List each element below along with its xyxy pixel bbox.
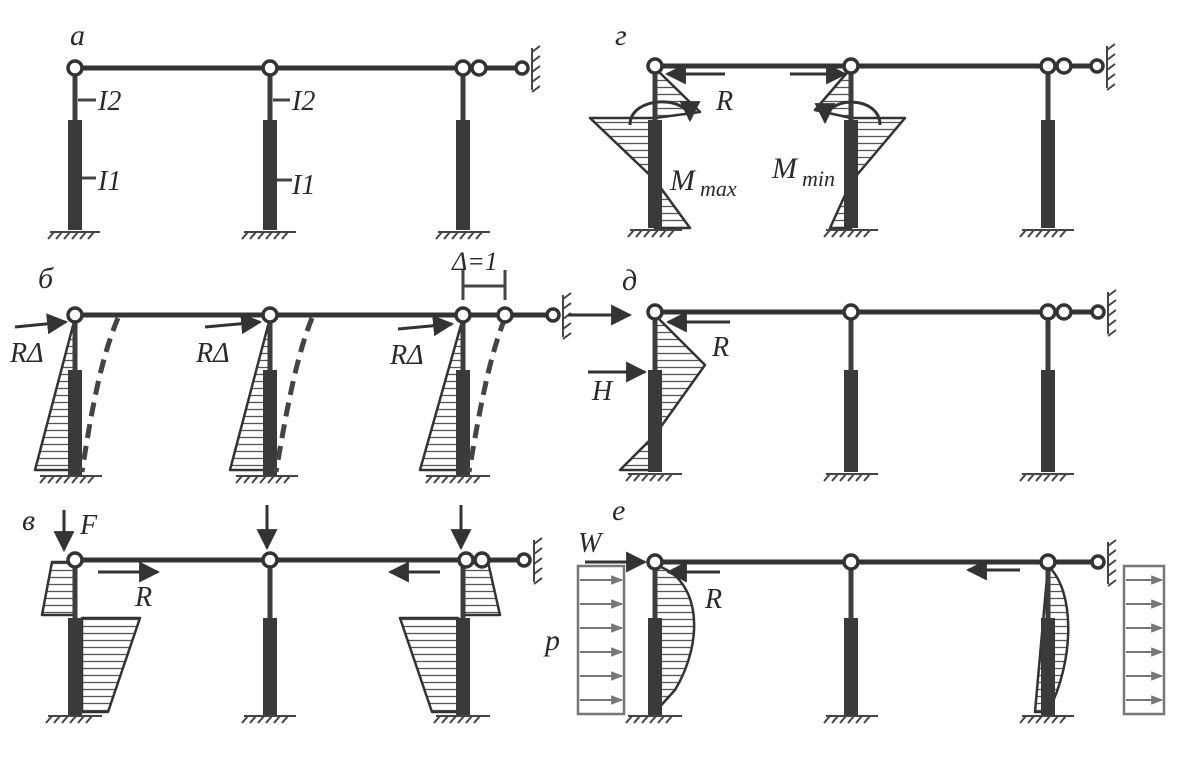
moment-epure	[398, 616, 460, 714]
moment-epure	[80, 616, 142, 714]
reaction-arrow	[204, 313, 263, 335]
reaction-label: R	[134, 582, 152, 613]
moment-epure	[618, 313, 707, 472]
moment-of-inertia-label: I2	[291, 86, 315, 117]
moment-arrow	[814, 100, 882, 126]
reaction-label: RΔ	[389, 340, 424, 371]
moment-of-inertia-label: I2	[97, 86, 121, 117]
ground-support	[47, 231, 490, 240]
reaction-arrow	[397, 315, 455, 337]
moment-epure	[588, 66, 702, 230]
panel-e: е	[543, 494, 1166, 724]
panel-v: в F R	[22, 504, 543, 724]
hinge	[646, 57, 664, 75]
hinge	[514, 60, 530, 76]
ground-support	[627, 229, 1074, 238]
panel-label-e: е	[612, 494, 625, 527]
ground-support	[625, 473, 1074, 482]
ground-support	[45, 715, 490, 724]
hinge	[1055, 57, 1073, 75]
moment-arrow	[628, 100, 701, 126]
delta-label: Δ=1	[451, 247, 498, 276]
svg-text:M: M	[669, 164, 697, 197]
reaction-label: R	[704, 584, 722, 615]
moment-epure	[813, 66, 907, 230]
reaction-arrow	[14, 313, 69, 335]
force-label: F	[79, 510, 98, 541]
hinge	[1089, 58, 1105, 74]
hinge	[454, 59, 472, 77]
panel-a: а I2 I1 I2 I1	[47, 19, 541, 240]
force-label: H	[591, 376, 614, 407]
ground-support	[625, 715, 1074, 724]
deformed-shape	[273, 317, 315, 473]
hinge	[66, 59, 84, 77]
ground-support	[39, 475, 490, 484]
svg-text:M: M	[771, 152, 799, 185]
hinge	[842, 57, 860, 75]
panel-label-d: д	[622, 264, 637, 297]
svg-text:max: max	[700, 176, 737, 201]
reaction-label: RΔ	[195, 338, 230, 369]
panel-b: б Δ=1	[9, 247, 633, 484]
panel-g: г R M m	[588, 19, 1116, 238]
mmax-label: M max	[669, 164, 737, 201]
panel-label-g: г	[615, 19, 627, 52]
moment-epure	[461, 560, 502, 617]
pressure-label: p	[543, 624, 560, 657]
wind-pressure-block	[576, 564, 626, 716]
reaction-label: R	[711, 332, 729, 363]
wind-pressure-arrows	[1126, 575, 1164, 705]
moment-of-inertia-label: I1	[97, 166, 121, 197]
wind-pressure-block	[1122, 564, 1166, 716]
deformed-shape	[466, 317, 508, 473]
reaction-label: RΔ	[9, 338, 44, 369]
hinge	[470, 59, 488, 77]
moment-of-inertia-label: I1	[291, 170, 315, 201]
svg-text:min: min	[802, 166, 835, 191]
hinge	[261, 59, 279, 77]
moment-epure	[40, 560, 77, 617]
panel-label-a: а	[70, 19, 85, 52]
wind-label: W	[578, 528, 604, 559]
panel-label-v: в	[22, 504, 35, 537]
hinge	[1039, 57, 1057, 75]
deformed-shape	[79, 317, 121, 473]
reaction-label: R	[715, 86, 733, 117]
panel-label-b: б	[38, 262, 54, 295]
panel-d: д R H	[588, 264, 1117, 482]
mmin-label: M min	[771, 152, 835, 191]
wind-pressure-arrows	[580, 575, 624, 705]
